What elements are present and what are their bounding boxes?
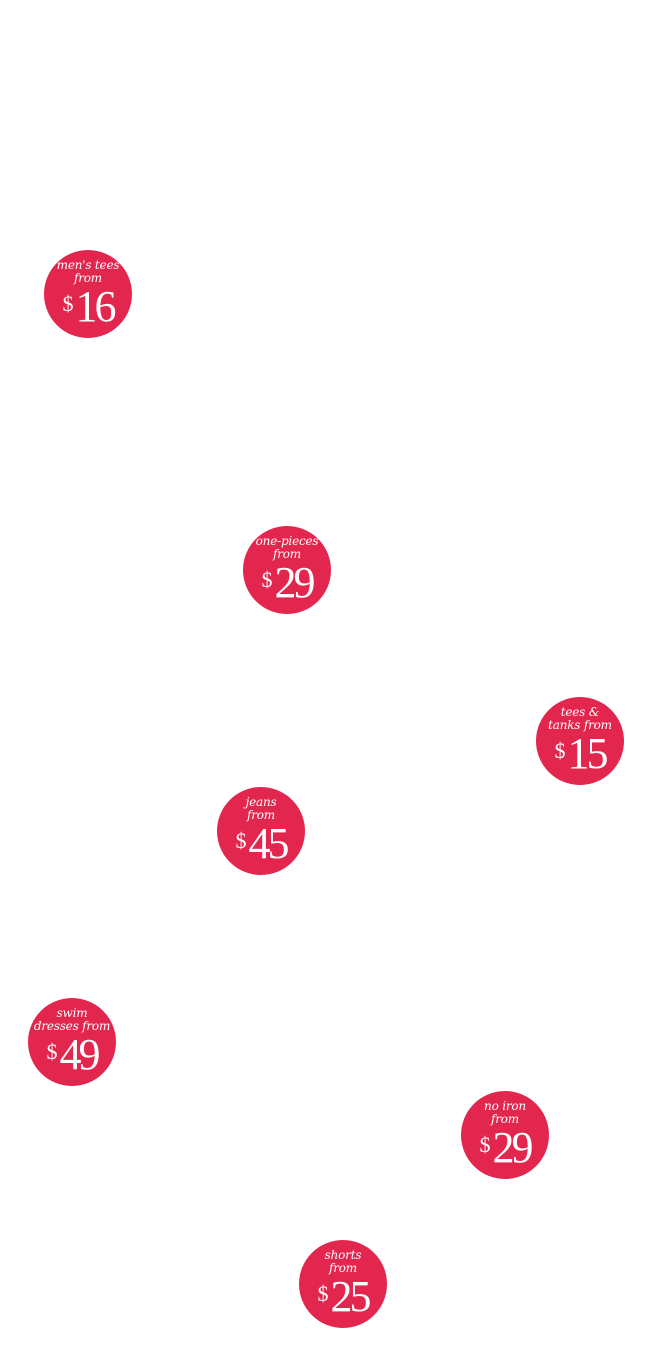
badge-label-line1: shorts: [324, 1248, 362, 1262]
badge-price: $49: [28, 1033, 116, 1077]
badge-label-line2: from: [329, 1261, 357, 1275]
price-value: 16: [75, 282, 117, 331]
badge-label-line1: one-pieces: [255, 534, 319, 548]
badge-label-line2: from: [74, 271, 102, 285]
price-value: 29: [492, 1123, 534, 1172]
no-iron-price-badge[interactable]: no iron from $29: [461, 1091, 549, 1179]
badge-label: tees & tanks from: [536, 706, 624, 732]
badge-label-line2: from: [273, 547, 301, 561]
currency-symbol: $: [46, 1039, 58, 1064]
badge-label: no iron from: [461, 1100, 549, 1126]
currency-symbol: $: [554, 738, 566, 763]
currency-symbol: $: [62, 291, 74, 316]
badge-label: shorts from: [299, 1249, 387, 1275]
badge-label: jeans from: [217, 796, 305, 822]
currency-symbol: $: [317, 1281, 329, 1306]
badge-label-line2: from: [491, 1112, 519, 1126]
price-value: 29: [274, 558, 316, 607]
price-value: 49: [59, 1030, 101, 1079]
swim-dresses-price-badge[interactable]: swim dresses from $49: [28, 998, 116, 1086]
badge-label-line1: swim: [56, 1006, 88, 1020]
badge-label: one-pieces from: [243, 535, 331, 561]
price-value: 45: [248, 819, 290, 868]
badge-price: $45: [217, 822, 305, 866]
mens-tees-price-badge[interactable]: men's tees from $16: [44, 250, 132, 338]
tees-tanks-price-badge[interactable]: tees & tanks from $15: [536, 697, 624, 785]
badge-label-line1: no iron: [484, 1099, 526, 1113]
badge-label-line1: tees &: [560, 705, 600, 719]
currency-symbol: $: [479, 1132, 491, 1157]
badge-price: $15: [536, 732, 624, 776]
badge-label-line1: men's tees: [56, 258, 120, 272]
price-value: 25: [330, 1272, 372, 1321]
jeans-price-badge[interactable]: jeans from $45: [217, 787, 305, 875]
one-pieces-price-badge[interactable]: one-pieces from $29: [243, 526, 331, 614]
currency-symbol: $: [261, 567, 273, 592]
badge-label-line2: tanks from: [548, 718, 612, 732]
badge-label: swim dresses from: [28, 1007, 116, 1033]
badge-label: men's tees from: [44, 259, 132, 285]
badge-label-line1: jeans: [245, 795, 277, 809]
shorts-price-badge[interactable]: shorts from $25: [299, 1240, 387, 1328]
badge-price: $29: [243, 561, 331, 605]
badge-label-line2: from: [247, 808, 275, 822]
currency-symbol: $: [235, 828, 247, 853]
price-value: 15: [567, 729, 609, 778]
badge-price: $16: [44, 285, 132, 329]
badge-price: $25: [299, 1275, 387, 1319]
badge-label-line2: dresses from: [33, 1019, 111, 1033]
badge-price: $29: [461, 1126, 549, 1170]
